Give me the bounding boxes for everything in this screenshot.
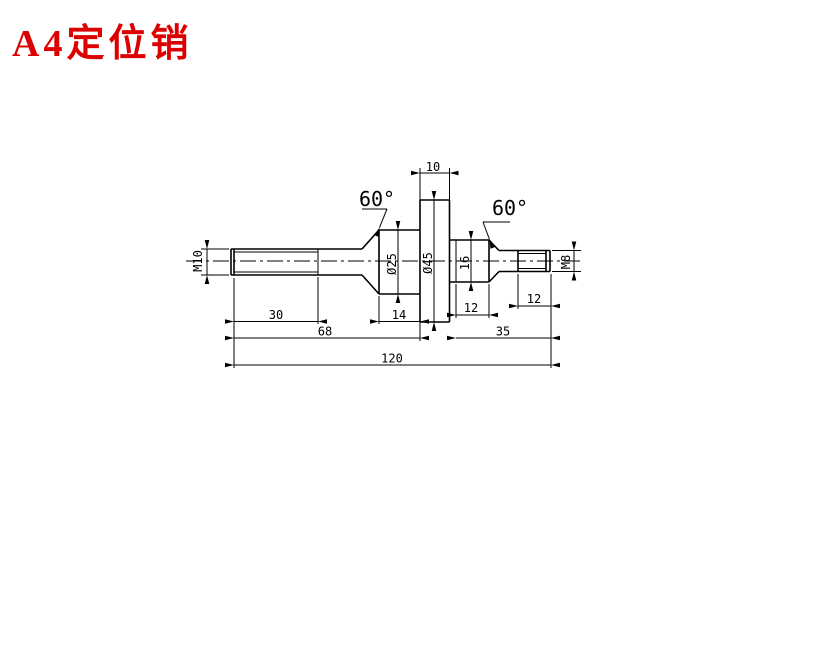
dim-neck-dia-label: 16 bbox=[458, 256, 472, 270]
chamfer-leaders bbox=[362, 208, 510, 249]
chamfer-right-angle-label: 60° bbox=[492, 196, 528, 220]
thread-left-spec-label: M10 bbox=[191, 250, 205, 272]
dim-right-section-label: 35 bbox=[496, 325, 510, 339]
thread-minor-right bbox=[518, 253, 546, 269]
chamfer-left-angle-label: 60° bbox=[359, 187, 395, 211]
page-title: A4定位销 bbox=[12, 23, 193, 65]
dimension-lines bbox=[204, 170, 577, 368]
dim-mid-cylinder-length-label: 14 bbox=[392, 308, 406, 322]
dim-thread-right-length-label: 12 bbox=[527, 292, 541, 306]
dim-neck-length-label: 12 bbox=[464, 301, 478, 315]
cone-left bbox=[361, 229, 380, 295]
thread-right-spec-label: M8 bbox=[559, 255, 573, 269]
dim-dia25-label: Ø25 bbox=[385, 253, 399, 275]
dim-flange-width-label: 10 bbox=[426, 160, 440, 174]
dim-total-length-label: 120 bbox=[381, 352, 403, 366]
dim-dia45-label: Ø45 bbox=[421, 252, 435, 274]
dim-thread-left-length-label: 30 bbox=[269, 308, 283, 322]
part-outline bbox=[230, 199, 551, 323]
dim-left-section-label: 68 bbox=[318, 325, 332, 339]
thread-minor-left bbox=[234, 251, 318, 273]
